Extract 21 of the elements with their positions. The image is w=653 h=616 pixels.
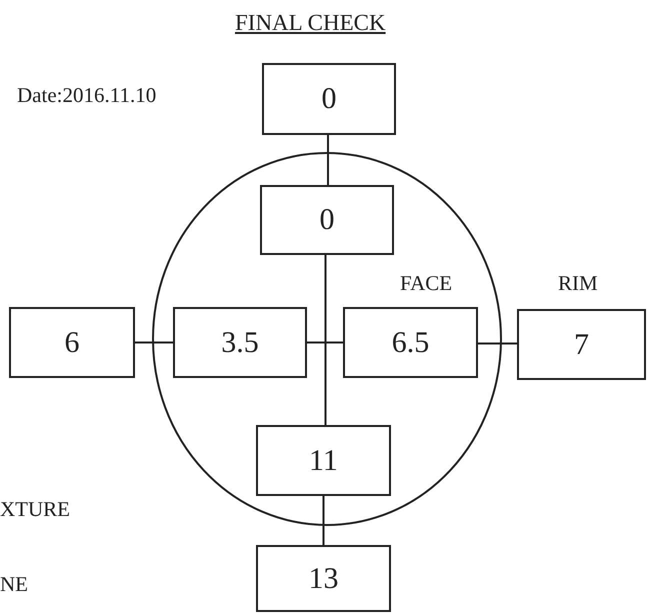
connector-line	[322, 496, 324, 545]
connector-line	[324, 255, 326, 425]
text-label: NE	[0, 572, 28, 597]
reading-box: 6	[9, 307, 135, 378]
text-label: Date:2016.11.10	[17, 83, 156, 108]
reading-box: 3.5	[173, 307, 307, 378]
title: FINAL CHECK	[235, 10, 386, 36]
text-label: FACE	[400, 271, 452, 296]
reading-box: 13	[256, 545, 391, 612]
reading-box: 11	[256, 425, 391, 496]
reading-box: 0	[262, 63, 396, 135]
connector-line	[478, 342, 517, 344]
connector-line	[307, 342, 343, 344]
text-label: RIM	[558, 271, 598, 296]
text-label: XTURE	[0, 497, 70, 522]
reading-box: 0	[260, 185, 394, 255]
connector-line	[135, 342, 173, 344]
ellipse-outline	[152, 152, 502, 526]
connector-line	[327, 135, 329, 185]
reading-box: 6.5	[343, 307, 478, 378]
reading-box: 7	[517, 309, 646, 380]
